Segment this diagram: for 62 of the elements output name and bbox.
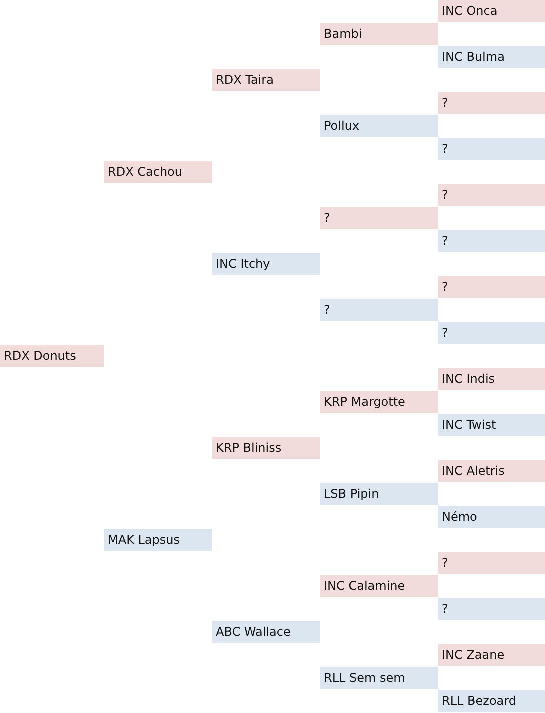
pedigree-box (438, 276, 545, 298)
pedigree-box (438, 46, 545, 68)
pedigree-box (438, 368, 545, 390)
pedigree-box (320, 299, 438, 321)
name-label: ? (324, 303, 330, 317)
name-label: Némo (442, 510, 478, 524)
name-label: INC Twist (442, 418, 496, 432)
name-label: ? (442, 188, 448, 202)
pedigree-box (104, 529, 212, 551)
pedigree-box (438, 598, 545, 620)
pedigree-box (0, 345, 104, 367)
name-label: ? (324, 211, 330, 225)
pedigree-box (438, 690, 545, 712)
pedigree-box (438, 138, 545, 160)
name-label: ? (442, 326, 448, 340)
name-label: RLL Sem sem (324, 671, 406, 685)
name-label: LSB Pipin (324, 487, 380, 501)
pedigree-box (438, 506, 545, 528)
pedigree-box (438, 460, 545, 482)
pedigree-box (320, 391, 438, 413)
name-label: INC Zaane (442, 648, 505, 662)
pedigree-box (438, 414, 545, 436)
name-label: Pollux (324, 119, 360, 133)
pedigree-box (320, 115, 438, 137)
pedigree-box (438, 0, 545, 22)
pedigree-box (438, 184, 545, 206)
name-label: INC Calamine (324, 579, 406, 593)
pedigree-box (212, 621, 320, 643)
pedigree-box (320, 575, 438, 597)
name-label: INC Indis (442, 372, 496, 386)
name-label: ABC Wallace (216, 625, 291, 639)
name-label: ? (442, 142, 448, 156)
name-label: RDX Cachou (108, 165, 182, 179)
pedigree-box (212, 437, 320, 459)
name-label: KRP Bliniss (216, 441, 282, 455)
pedigree-box (212, 253, 320, 275)
name-label: ? (442, 556, 448, 570)
name-label: RDX Donuts (4, 349, 76, 363)
name-label: INC Onca (442, 4, 498, 18)
name-label: RLL Bezoard (442, 694, 516, 708)
pedigree-box (212, 69, 320, 91)
name-label: KRP Margotte (324, 395, 406, 409)
name-label: MAK Lapsus (108, 533, 180, 547)
pedigree-box (438, 644, 545, 666)
name-label: RDX Taira (216, 73, 274, 87)
pedigree-box (320, 207, 438, 229)
name-label: ? (442, 602, 448, 616)
pedigree-box (438, 552, 545, 574)
name-label: ? (442, 234, 448, 248)
pedigree-box (438, 322, 545, 344)
pedigree-box (438, 230, 545, 252)
name-label: ? (442, 96, 448, 110)
pedigree-box (104, 161, 212, 183)
name-label: INC Itchy (216, 257, 270, 271)
name-label: Bambi (324, 27, 362, 41)
pedigree-box (320, 483, 438, 505)
pedigree-box (438, 92, 545, 114)
name-label: INC Bulma (442, 50, 505, 64)
pedigree-box (320, 23, 438, 45)
name-label: ? (442, 280, 448, 294)
name-label: INC Aletris (442, 464, 505, 478)
pedigree-box (320, 667, 438, 689)
